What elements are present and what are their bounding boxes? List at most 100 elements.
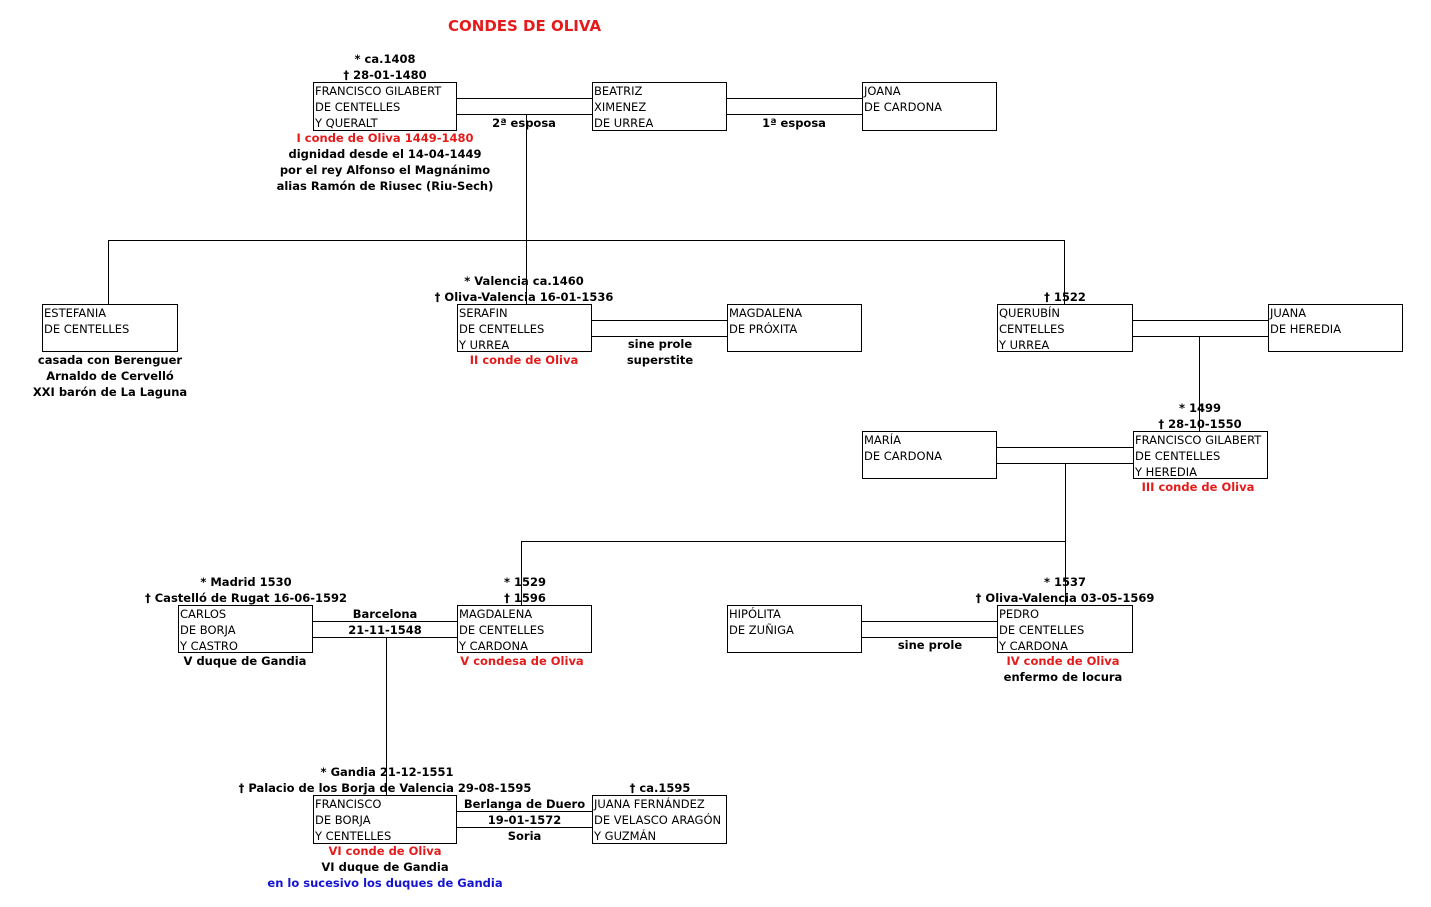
death-date: † Castelló de Rugat 16-06-1592 bbox=[144, 591, 347, 605]
birth-date: * ca.1408 bbox=[354, 52, 416, 66]
person-box-serafin: SERAFIN DE CENTELLES Y URREA bbox=[457, 304, 592, 352]
name-line: Y QUERALT bbox=[315, 116, 378, 130]
marriage-label: 2ª esposa bbox=[492, 116, 556, 130]
name-line: JUANA bbox=[1270, 306, 1307, 320]
marriage-label: sine prole bbox=[627, 337, 693, 351]
name-line: DE VELASCO ARAGÓN bbox=[594, 813, 722, 827]
note-blue: en lo sucesivo los duques de Gandia bbox=[267, 876, 503, 890]
name-line: DE CENTELLES bbox=[999, 623, 1085, 637]
death-date: † Oliva-Valencia 03-05-1569 bbox=[975, 591, 1155, 605]
birth-date: * 1499 bbox=[1178, 401, 1222, 415]
name-line: DE BORJA bbox=[180, 623, 236, 637]
marriage-label: 1ª esposa bbox=[762, 116, 826, 130]
person-box-maria: MARÍA DE CARDONA bbox=[862, 431, 997, 479]
note: V duque de Gandia bbox=[183, 654, 307, 668]
name-line: Y URREA bbox=[459, 338, 510, 352]
name-line: Y CASTRO bbox=[180, 639, 238, 653]
marriage-label: 21-11-1548 bbox=[348, 623, 422, 637]
name-line: Y CENTELLES bbox=[315, 829, 392, 843]
marriage-label: 19-01-1572 bbox=[487, 813, 562, 827]
name-line: Y CARDONA bbox=[999, 639, 1068, 653]
name-line: Y GUZMÁN bbox=[594, 829, 657, 843]
marriage-label: Berlanga de Duero bbox=[463, 797, 586, 811]
name-line: HIPÓLITA bbox=[729, 607, 781, 621]
name-line: JOANA bbox=[864, 84, 901, 98]
name-line: DE URREA bbox=[594, 116, 654, 130]
name-line: DE BORJA bbox=[315, 813, 371, 827]
name-line: FRANCISCO bbox=[315, 797, 382, 811]
birth-date: * Madrid 1530 bbox=[200, 575, 292, 589]
name-line: CARLOS bbox=[180, 607, 227, 621]
name-line: DE CENTELLES bbox=[459, 623, 545, 637]
death-date: † 28-10-1550 bbox=[1158, 417, 1242, 431]
name-line: DE ZUÑIGA bbox=[729, 623, 794, 637]
title-label: VI conde de Oliva bbox=[328, 844, 442, 858]
name-line: DE CENTELLES bbox=[1135, 449, 1221, 463]
person-box-francisco-vi: FRANCISCO DE BORJA Y CENTELLES bbox=[313, 795, 457, 844]
birth-date: * 1529 bbox=[503, 575, 547, 589]
name-line: CENTELLES bbox=[999, 322, 1065, 336]
name-line: DE CARDONA bbox=[864, 449, 943, 463]
person-box-magdalena-proxita: MAGDALENA DE PRÓXITA bbox=[727, 304, 862, 352]
birth-date: * Valencia ca.1460 bbox=[464, 274, 584, 288]
note: VI duque de Gandia bbox=[321, 860, 449, 874]
title-label: IV conde de Oliva bbox=[1006, 654, 1120, 668]
title-label: V condesa de Oliva bbox=[460, 654, 584, 668]
note: XXI barón de La Laguna bbox=[32, 385, 188, 399]
name-line: MARÍA bbox=[864, 433, 902, 447]
marriage-label: Barcelona bbox=[352, 607, 418, 621]
birth-date: * Gandia 21-12-1551 bbox=[320, 765, 454, 779]
person-box-estefania: ESTEFANIA DE CENTELLES bbox=[42, 304, 178, 352]
name-line: DE CARDONA bbox=[864, 100, 943, 114]
person-box-francisco-gilabert-i: FRANCISCO GILABERT DE CENTELLES Y QUERAL… bbox=[313, 82, 457, 131]
note: dignidad desde el 14-04-1449 bbox=[288, 147, 482, 161]
title-label: III conde de Oliva bbox=[1141, 480, 1255, 494]
death-date: † Palacio de los Borja de Valencia 29-08… bbox=[238, 781, 532, 795]
person-box-magdalena-condesa: MAGDALENA DE CENTELLES Y CARDONA bbox=[457, 605, 592, 653]
title-label: II conde de Oliva bbox=[469, 353, 579, 367]
name-line: BEATRIZ bbox=[594, 84, 643, 98]
person-box-juana-fernandez: JUANA FERNÁNDEZ DE VELASCO ARAGÓN Y GUZM… bbox=[592, 795, 727, 844]
person-box-carlos: CARLOS DE BORJA Y CASTRO bbox=[178, 605, 313, 653]
person-box-pedro: PEDRO DE CENTELLES Y CARDONA bbox=[997, 605, 1133, 653]
person-box-beatriz: BEATRIZ XIMENEZ DE URREA bbox=[592, 82, 727, 131]
name-line: DE PRÓXITA bbox=[729, 322, 798, 336]
person-box-francisco-gilabert-iii: FRANCISCO GILABERT DE CENTELLES Y HEREDI… bbox=[1133, 431, 1268, 479]
name-line: QUERUBÍN bbox=[999, 306, 1061, 320]
name-line: SERAFIN bbox=[459, 306, 508, 320]
person-box-hipolita: HIPÓLITA DE ZUÑIGA bbox=[727, 605, 862, 653]
name-line: DE CENTELLES bbox=[315, 100, 401, 114]
name-line: FRANCISCO GILABERT bbox=[1135, 433, 1262, 447]
page-title: CONDES DE OLIVA bbox=[448, 17, 602, 35]
name-line: MAGDALENA bbox=[729, 306, 803, 320]
note: por el rey Alfonso el Magnánimo bbox=[279, 163, 491, 177]
marriage-label: sine prole bbox=[897, 638, 963, 652]
marriage-label: Soria bbox=[507, 829, 542, 843]
note: enfermo de locura bbox=[1003, 670, 1123, 684]
death-date: † Oliva-Valencia 16-01-1536 bbox=[434, 290, 614, 304]
name-line: Y HEREDIA bbox=[1135, 465, 1197, 479]
person-box-joana: JOANA DE CARDONA bbox=[862, 82, 997, 131]
name-line: DE HEREDIA bbox=[1270, 322, 1342, 336]
death-date: † ca.1595 bbox=[629, 781, 691, 795]
name-line: PEDRO bbox=[999, 607, 1040, 621]
birth-date: * 1537 bbox=[1043, 575, 1087, 589]
person-box-juana-heredia: JUANA DE HEREDIA bbox=[1268, 304, 1403, 352]
death-date: † 28-01-1480 bbox=[343, 68, 427, 82]
name-line: DE CENTELLES bbox=[44, 322, 130, 336]
name-line: Y URREA bbox=[999, 338, 1050, 352]
marriage-label: superstite bbox=[626, 353, 694, 367]
title-label: I conde de Oliva 1449-1480 bbox=[296, 131, 474, 145]
name-line: ESTEFANIA bbox=[44, 306, 107, 320]
death-date: † 1596 bbox=[504, 591, 546, 605]
name-line: JUANA FERNÁNDEZ bbox=[594, 797, 705, 811]
note: casada con Berenguer bbox=[37, 353, 183, 367]
name-line: DE CENTELLES bbox=[459, 322, 545, 336]
person-box-querubin: QUERUBÍN CENTELLES Y URREA bbox=[997, 304, 1133, 352]
note: Arnaldo de Cervelló bbox=[46, 369, 174, 383]
name-line: FRANCISCO GILABERT bbox=[315, 84, 442, 98]
name-line: MAGDALENA bbox=[459, 607, 533, 621]
name-line: XIMENEZ bbox=[594, 100, 647, 114]
name-line: Y CARDONA bbox=[459, 639, 528, 653]
